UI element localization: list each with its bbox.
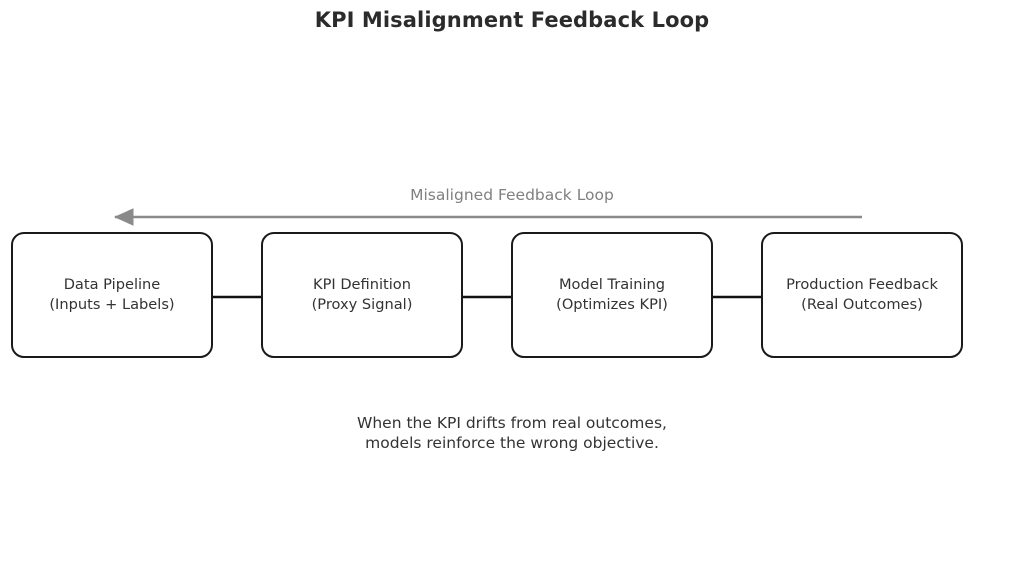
diagram-caption: When the KPI drifts from real outcomes, … <box>357 414 667 452</box>
node-model-training[interactable]: Model Training (Optimizes KPI) <box>511 232 713 358</box>
node-data-pipeline-label: Data Pipeline (Inputs + Labels) <box>49 275 175 313</box>
feedback-loop-label: Misaligned Feedback Loop <box>410 186 614 204</box>
node-model-training-label: Model Training (Optimizes KPI) <box>556 275 668 313</box>
node-production-feedback[interactable]: Production Feedback (Real Outcomes) <box>761 232 963 358</box>
node-kpi-definition[interactable]: KPI Definition (Proxy Signal) <box>261 232 463 358</box>
node-kpi-definition-label: KPI Definition (Proxy Signal) <box>311 275 413 313</box>
page-title: KPI Misalignment Feedback Loop <box>314 8 710 32</box>
node-production-feedback-label: Production Feedback (Real Outcomes) <box>786 275 938 313</box>
node-data-pipeline[interactable]: Data Pipeline (Inputs + Labels) <box>11 232 213 358</box>
